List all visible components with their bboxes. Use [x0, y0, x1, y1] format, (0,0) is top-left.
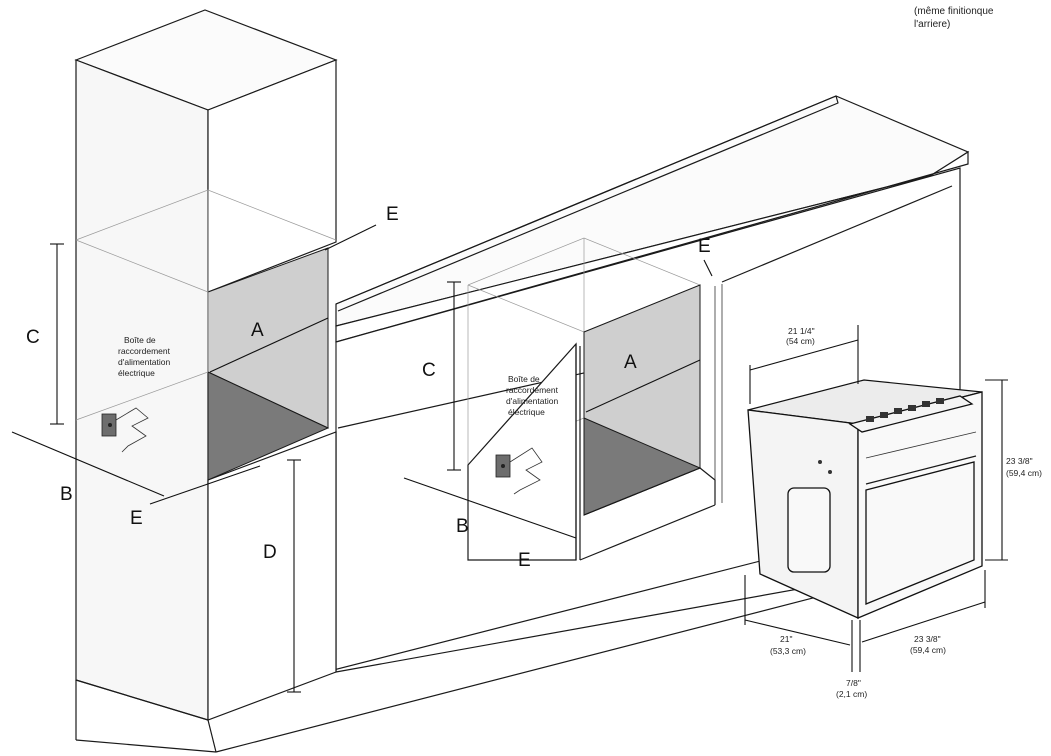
dim-e-left-top	[324, 224, 377, 251]
knob-5	[922, 401, 930, 407]
dim-a-left	[209, 317, 329, 373]
knob-1	[866, 416, 874, 422]
oven-height-cm: (59,4 cm)	[1006, 468, 1042, 478]
label-c-left: C	[26, 327, 40, 348]
wall-oven	[744, 325, 1008, 672]
oven-depth-cm: (53,3 cm)	[770, 646, 806, 656]
label-b-left: B	[60, 484, 73, 505]
dimension-lines	[11, 224, 713, 693]
label-c-middle: C	[422, 360, 436, 381]
cutout-base	[579, 504, 716, 561]
junction-label-middle-2: raccordement	[506, 385, 559, 395]
oven-handle	[865, 455, 977, 485]
junction-box-callout	[115, 407, 149, 453]
junction-box-callout-2	[509, 447, 543, 495]
dim-oven-depth	[744, 619, 851, 646]
label-b-middle: B	[456, 516, 469, 537]
label-e-middle-top: E	[698, 236, 711, 257]
oven-top-width: 21 1/4"	[788, 326, 815, 336]
undercounter-cutout	[467, 237, 716, 561]
oven-top-width-cm: (54 cm)	[786, 336, 815, 346]
tall-cabinet	[74, 9, 338, 753]
junction-label-left-4: électrique	[118, 368, 155, 378]
label-e-left-bottom: E	[130, 508, 143, 529]
dim-b-middle	[403, 477, 577, 539]
ghost-tall-floor	[75, 371, 209, 421]
door-top-line	[721, 185, 953, 283]
junction-box-middle	[495, 447, 543, 495]
tall-cabinet-front-lower	[207, 431, 337, 721]
oven-depth: 21"	[780, 634, 792, 644]
label-e-left-top: E	[386, 204, 399, 225]
ghost-tall-diag	[75, 239, 209, 293]
dim-a-middle	[585, 359, 701, 413]
text-labels: (même finitionque l'arriere) C A B E E D…	[26, 6, 1042, 699]
oven-control-knobs	[866, 398, 944, 422]
oven-height: 23 3/8"	[1006, 456, 1033, 466]
junction-box-left	[101, 407, 149, 453]
dim-e-left-bottom	[149, 465, 261, 505]
oven-front-width: 23 3/8"	[914, 634, 941, 644]
junction-box-screw-2	[501, 464, 505, 468]
note-line-1: (même finitionque	[914, 6, 994, 17]
note-line-2: l'arriere)	[914, 19, 950, 30]
dim-e-middle-top	[703, 259, 713, 277]
junction-label-middle-3: d'alimentation	[506, 396, 558, 406]
label-d: D	[263, 542, 277, 563]
label-a-middle: A	[624, 352, 637, 373]
label-a-left: A	[251, 320, 264, 341]
cavity-floor-tall	[207, 371, 330, 481]
knob-3	[894, 408, 902, 414]
oven-trim: 7/8"	[846, 678, 861, 688]
junction-label-middle-1: Boîte de	[508, 374, 540, 384]
knob-2	[880, 412, 888, 418]
tall-cabinet-base	[75, 679, 217, 753]
label-e-middle-bottom: E	[518, 550, 531, 571]
junction-label-left-1: Boîte de	[124, 335, 156, 345]
junction-label-left-3: d'alimentation	[118, 357, 170, 367]
oven-drawer-line	[865, 431, 977, 459]
junction-box-screw	[108, 423, 112, 427]
backsplash	[335, 95, 839, 312]
junction-label-left-2: raccordement	[118, 346, 171, 356]
countertop-edge	[335, 150, 969, 343]
oven-door	[865, 461, 975, 605]
knob-6	[936, 398, 944, 404]
oven-front-width-cm: (59,4 cm)	[910, 645, 946, 655]
oven-screw-2	[828, 470, 832, 474]
junction-label-middle-4: électrique	[508, 407, 545, 417]
oven-screw-1	[818, 460, 822, 464]
tall-cabinet-side	[75, 59, 209, 721]
dim-oven-top-width	[749, 339, 859, 371]
knob-4	[908, 405, 916, 411]
dim-b-left	[11, 431, 165, 497]
dim-oven-front-width	[861, 601, 986, 643]
cutout-sill	[583, 467, 716, 516]
oven-trim-cm: (2,1 cm)	[836, 689, 867, 699]
tall-cabinet-plinth-2	[75, 739, 217, 753]
oven-side-window	[787, 487, 831, 573]
